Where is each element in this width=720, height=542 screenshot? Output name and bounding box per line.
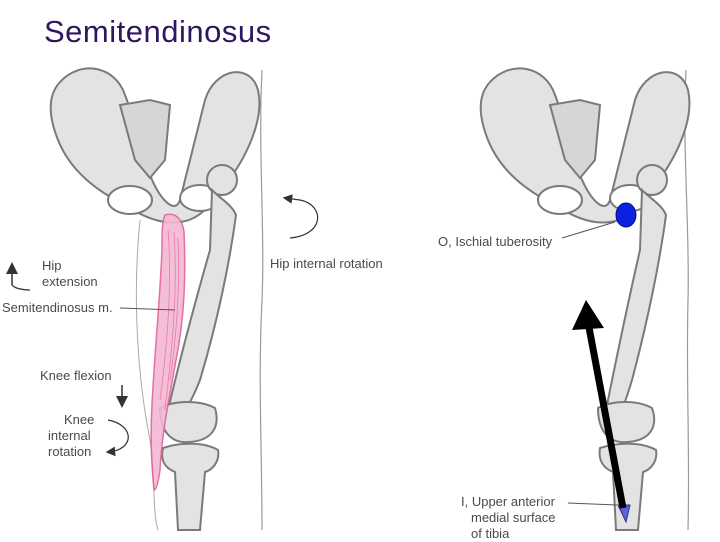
label-insertion: I, Upper anterior medial surface of tibi… [461,494,556,542]
label-hip-extension: Hip extension [42,258,98,290]
pelvis-right [479,67,691,224]
label-insertion-line3: of tibia [471,526,510,541]
label-insertion-line1: I, Upper anterior [461,494,555,509]
label-knee-rotation-line3: rotation [48,444,92,459]
arrow-head [572,300,604,330]
label-knee-flexion: Knee flexion [40,368,112,383]
label-semitendinosus-muscle: Semitendinosus m. [2,300,113,315]
label-insertion-line2: medial surface [471,510,556,525]
femur-left [158,164,238,444]
page-title: Semitendinosus [44,14,272,49]
right-leg-illustration [479,67,691,531]
label-hip-extension-line2: extension [42,274,98,289]
label-hip-internal-rotation: Hip internal rotation [270,256,383,271]
label-knee-rotation-line1: Knee [64,412,95,427]
label-origin: O, Ischial tuberosity [438,234,553,249]
label-knee-internal-rotation: Knee internal rotation [48,412,94,460]
semitendinosus-muscle [150,213,186,491]
left-leg-illustration [5,67,319,531]
tibia-right [598,442,658,531]
femur-right [596,164,668,444]
label-hip-extension-line1: Hip [42,258,62,273]
label-knee-rotation-line2: internal [48,428,91,443]
muscle-pull-arrow [584,321,627,509]
pelvis-left [49,67,261,224]
origin-marker [615,202,637,228]
tibia-left [161,442,220,531]
